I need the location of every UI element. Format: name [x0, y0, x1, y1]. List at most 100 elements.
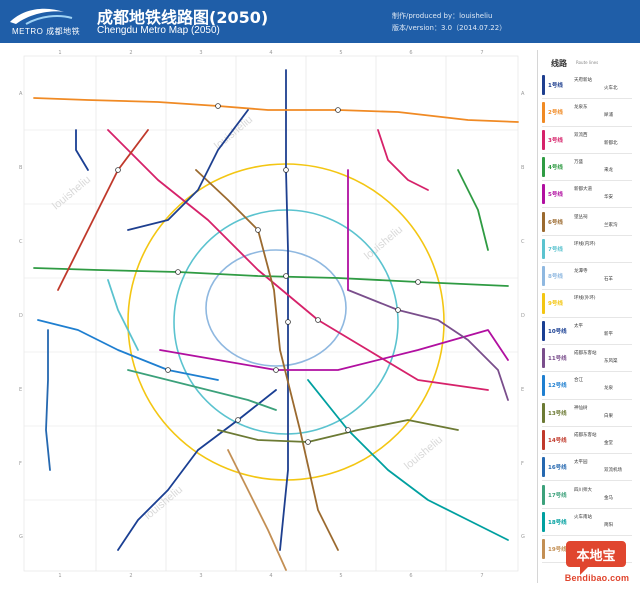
- legend-item[interactable]: 9号线环线(外环): [538, 290, 636, 318]
- line-10[interactable]: [117, 389, 277, 551]
- line-12[interactable]: [37, 319, 219, 381]
- legend-line-name: 7号线: [548, 246, 563, 253]
- line-19[interactable]: [227, 449, 287, 571]
- transfer-station[interactable]: [285, 319, 291, 325]
- legend-item[interactable]: 14号线成都东客站金堂: [538, 427, 636, 455]
- grid-col-label: 6: [409, 573, 412, 579]
- legend-divider: [542, 125, 632, 127]
- grid-col-label: 5: [339, 573, 342, 579]
- line-1[interactable]: [279, 69, 289, 551]
- legend-color-bar: [542, 429, 545, 451]
- header-bar: METRO 成都地铁 成都地铁线路图(2050) Chengdu Metro M…: [0, 0, 640, 43]
- line-1-branch[interactable]: [127, 109, 249, 231]
- watermark: louisheliu: [50, 174, 93, 213]
- transfer-station[interactable]: [415, 279, 421, 285]
- legend-item[interactable]: 1号线天府新站火车北: [538, 72, 636, 100]
- legend-terminal-to: 新都北: [604, 140, 618, 146]
- grid-row-label: E: [19, 387, 22, 393]
- grid-row-label: E: [521, 387, 524, 393]
- legend-line-name: 9号线: [548, 301, 563, 308]
- line-3[interactable]: [107, 129, 489, 391]
- legend-item[interactable]: 3号线双流西新都北: [538, 127, 636, 154]
- legend-item[interactable]: 16号线太平园双流机场: [538, 454, 636, 482]
- line-6[interactable]: [195, 169, 339, 551]
- legend-color-bar: [542, 539, 545, 560]
- line-7-branch[interactable]: [107, 279, 139, 351]
- line-8-ring[interactable]: [205, 249, 347, 367]
- legend-item[interactable]: 12号线合江龙泉: [538, 372, 636, 400]
- legend-terminal-from: 龙泉东: [574, 105, 588, 111]
- transfer-station[interactable]: [235, 417, 241, 423]
- line-10-branch[interactable]: [75, 129, 89, 171]
- transfer-station[interactable]: [345, 427, 351, 433]
- legend-line-name: 6号线: [548, 219, 563, 226]
- transfer-station[interactable]: [273, 367, 279, 373]
- legend-terminal-to: 来龙: [604, 167, 613, 173]
- line-5[interactable]: [159, 329, 509, 371]
- line-11[interactable]: [347, 289, 509, 401]
- legend-terminal-from: 太平园: [574, 460, 588, 466]
- legend-terminal-from: 双流西: [574, 132, 588, 138]
- legend-terminal-to: 金堂: [604, 440, 613, 446]
- watermarks: louisheliu louisheliu louisheliu louishe…: [50, 114, 445, 523]
- transfer-stations: [115, 103, 421, 445]
- legend-terminal-from: 合江: [574, 378, 583, 384]
- legend-item[interactable]: 6号线望丛祠兰家沟: [538, 209, 636, 236]
- grid-col-label: 2: [129, 50, 132, 56]
- legend-item[interactable]: 4号线万盛来龙: [538, 154, 636, 182]
- legend-color-bar: [542, 238, 545, 260]
- legend-item[interactable]: 5号线 新都大道华安: [538, 181, 636, 209]
- transfer-station[interactable]: [395, 307, 401, 313]
- line-2[interactable]: [33, 97, 519, 123]
- line-4-branch[interactable]: [457, 169, 489, 251]
- legend-line-name: 5号线: [548, 192, 563, 199]
- line-16[interactable]: [45, 329, 51, 471]
- legend-item[interactable]: 13号线神仙树白果: [538, 400, 636, 427]
- legend-item[interactable]: 17号线四川师大金马: [538, 482, 636, 509]
- grid-row-label: G: [19, 534, 23, 540]
- legend-item[interactable]: 8号线龙潭寺石羊: [538, 263, 636, 291]
- line-17[interactable]: [127, 369, 277, 411]
- legend-color-bar: [542, 320, 545, 341]
- transfer-station[interactable]: [315, 317, 321, 323]
- transfer-station[interactable]: [305, 439, 311, 445]
- legend-color-bar: [542, 102, 545, 123]
- transfer-station[interactable]: [115, 167, 121, 173]
- transfer-station[interactable]: [165, 367, 171, 373]
- legend-line-name: 2号线: [548, 110, 563, 117]
- metro-logo-icon: [10, 8, 73, 25]
- line-14[interactable]: [57, 129, 149, 291]
- transfer-station[interactable]: [283, 167, 289, 173]
- legend-item[interactable]: 7号线环线(内环): [538, 236, 636, 264]
- legend-divider: [542, 453, 632, 455]
- legend-terminal-from: 新都大道: [574, 187, 592, 193]
- line-18[interactable]: [307, 379, 509, 541]
- legend-item[interactable]: 11号线成都东客站东风渠: [538, 345, 636, 373]
- line-13[interactable]: [217, 419, 459, 443]
- transfer-station[interactable]: [335, 107, 341, 113]
- legend-item[interactable]: 18号线火车南站简阳: [538, 509, 636, 537]
- transfer-station[interactable]: [283, 273, 289, 279]
- line-3-branch[interactable]: [377, 129, 429, 191]
- legend-color-bar: [542, 402, 545, 423]
- transfer-station[interactable]: [215, 103, 221, 109]
- legend-terminal-to: 华安: [604, 195, 613, 201]
- legend-divider: [542, 207, 632, 209]
- legend-divider: [542, 180, 632, 182]
- legend-item[interactable]: 10号线太平新平: [538, 318, 636, 345]
- legend-terminal-to: 简阳: [604, 522, 613, 528]
- grid-col-label: 5: [339, 50, 342, 56]
- legend-item[interactable]: 2号线龙泉东犀浦: [538, 99, 636, 127]
- legend-divider: [542, 480, 632, 482]
- grid-col-label: 3: [199, 50, 202, 56]
- transfer-station[interactable]: [255, 227, 261, 233]
- line-7-ring[interactable]: [173, 209, 399, 435]
- legend-line-name: 19号线: [548, 547, 567, 554]
- legend-line-name: 14号线: [548, 437, 567, 444]
- grid-col-label: 7: [480, 573, 483, 579]
- transfer-station[interactable]: [175, 269, 181, 275]
- grid-col-label: 4: [269, 50, 272, 56]
